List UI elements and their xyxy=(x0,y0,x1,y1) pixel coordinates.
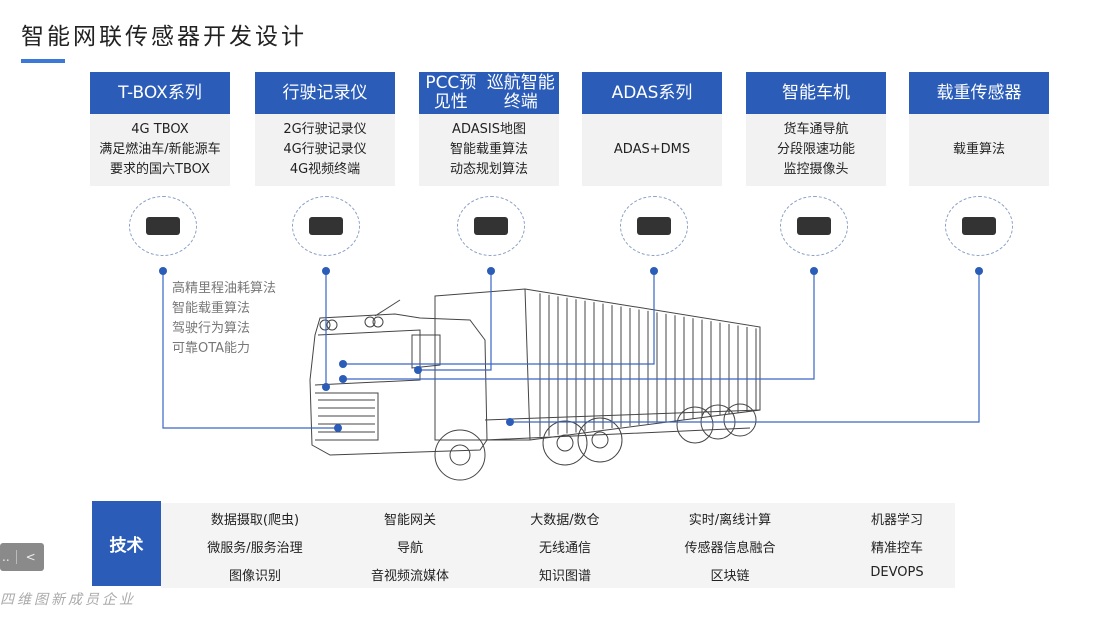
connector-dot xyxy=(334,424,342,432)
connector-dot xyxy=(322,383,330,391)
tech-item: 智能网关 xyxy=(383,513,437,528)
card-title: 载重传感器 xyxy=(909,72,1049,114)
tech-item: 精准控车 xyxy=(870,541,924,556)
card-body: 2G行驶记录仪 4G行驶记录仪 4G视频终端 xyxy=(255,114,395,186)
feature-item: 驾驶行为算法 xyxy=(172,321,251,336)
tech-panel xyxy=(161,503,955,588)
product-card: 智能车机货车通导航分段限速功能监控摄像头 xyxy=(746,72,886,186)
feature-item: 可靠OTA能力 xyxy=(172,341,251,356)
tech-item: 音视频流媒体 xyxy=(370,569,450,584)
connector-dot xyxy=(650,267,658,275)
connector-dot xyxy=(159,267,167,275)
card-line: ADASIS地图 xyxy=(452,122,526,137)
tech-item: 数据摄取(爬虫) xyxy=(210,513,300,528)
more-button[interactable]: .. xyxy=(0,550,17,564)
connector-dot xyxy=(975,267,983,275)
product-card: ADAS系列 ADAS+DMS xyxy=(582,72,722,186)
title-accent-bar xyxy=(21,59,65,63)
card-line: 4G视频终端 xyxy=(289,162,361,177)
product-image xyxy=(945,196,1013,256)
card-line: 2G行驶记录仪 xyxy=(283,122,367,137)
tech-item: 微服务/服务治理 xyxy=(207,541,303,556)
product-image xyxy=(457,196,525,256)
connector-dot xyxy=(414,366,422,374)
device-icon xyxy=(797,217,831,235)
tech-item: 实时/离线计算 xyxy=(688,513,772,528)
card-body: 货车通导航分段限速功能监控摄像头 xyxy=(746,114,886,186)
product-card: T-BOX系列 4G TBOX 满足燃油车/新能源车要求的国六TBOX xyxy=(90,72,230,186)
card-body: 4G TBOX 满足燃油车/新能源车要求的国六TBOX xyxy=(90,114,230,186)
connector-dot xyxy=(322,267,330,275)
card-body: ADASIS地图智能载重算法动态规划算法 xyxy=(419,114,559,186)
card-line: ADAS+DMS xyxy=(613,142,691,157)
tech-label: 技术 xyxy=(92,501,161,586)
card-line: 要求的国六TBOX xyxy=(110,162,210,177)
product-image xyxy=(780,196,848,256)
connector-dot xyxy=(487,267,495,275)
card-title: PCC预见性巡航智能终端 xyxy=(419,72,559,114)
tech-item: DEVOPS xyxy=(870,565,924,580)
feature-item: 智能载重算法 xyxy=(172,301,251,316)
card-body: ADAS+DMS xyxy=(582,114,722,186)
tech-item: 机器学习 xyxy=(870,513,924,528)
tech-item: 图像识别 xyxy=(228,569,282,584)
watermark: 四维图新成员企业 xyxy=(0,592,136,608)
product-card: 行驶记录仪 2G行驶记录仪 4G行驶记录仪 4G视频终端 xyxy=(255,72,395,186)
tech-item: 大数据/数仓 xyxy=(530,513,600,528)
product-image xyxy=(292,196,360,256)
tech-item: 区块链 xyxy=(710,569,750,584)
connector-dot xyxy=(339,360,347,368)
page-title: 智能网联传感器开发设计 xyxy=(21,24,307,50)
card-body: 载重算法 xyxy=(909,114,1049,186)
card-line: 动态规划算法 xyxy=(449,162,528,177)
tech-item: 知识图谱 xyxy=(538,569,592,584)
card-line: 货车通导航 xyxy=(783,122,849,137)
device-icon xyxy=(474,217,508,235)
card-title: 智能车机 xyxy=(746,72,886,114)
card-line: 载重算法 xyxy=(952,142,1005,157)
device-icon xyxy=(309,217,343,235)
tech-item: 导航 xyxy=(396,541,424,556)
product-image xyxy=(620,196,688,256)
prev-slide-button[interactable]: < xyxy=(25,550,36,564)
card-title: T-BOX系列 xyxy=(90,72,230,114)
card-line: 满足燃油车/新能源车 xyxy=(99,142,221,157)
card-line: 智能载重算法 xyxy=(449,142,528,157)
tech-item: 无线通信 xyxy=(538,541,592,556)
tech-item: 传感器信息融合 xyxy=(684,541,776,556)
card-line: 4G行驶记录仪 xyxy=(283,142,367,157)
card-line: 分段限速功能 xyxy=(776,142,855,157)
feature-list: 高精里程油耗算法 智能载重算法 驾驶行为算法 可靠OTA能力 xyxy=(172,279,276,359)
card-line: 4G TBOX xyxy=(131,122,189,137)
product-card: 载重传感器载重算法 xyxy=(909,72,1049,186)
device-icon xyxy=(146,217,180,235)
card-title: ADAS系列 xyxy=(582,72,722,114)
card-line: 监控摄像头 xyxy=(783,162,849,177)
connector-dot xyxy=(810,267,818,275)
product-image xyxy=(129,196,197,256)
device-icon xyxy=(637,217,671,235)
connector-dot xyxy=(339,375,347,383)
connector-dot xyxy=(506,418,514,426)
slide-nav-widget[interactable]: .. < xyxy=(0,543,44,571)
feature-item: 高精里程油耗算法 xyxy=(172,281,277,296)
card-title: 行驶记录仪 xyxy=(255,72,395,114)
device-icon xyxy=(962,217,996,235)
